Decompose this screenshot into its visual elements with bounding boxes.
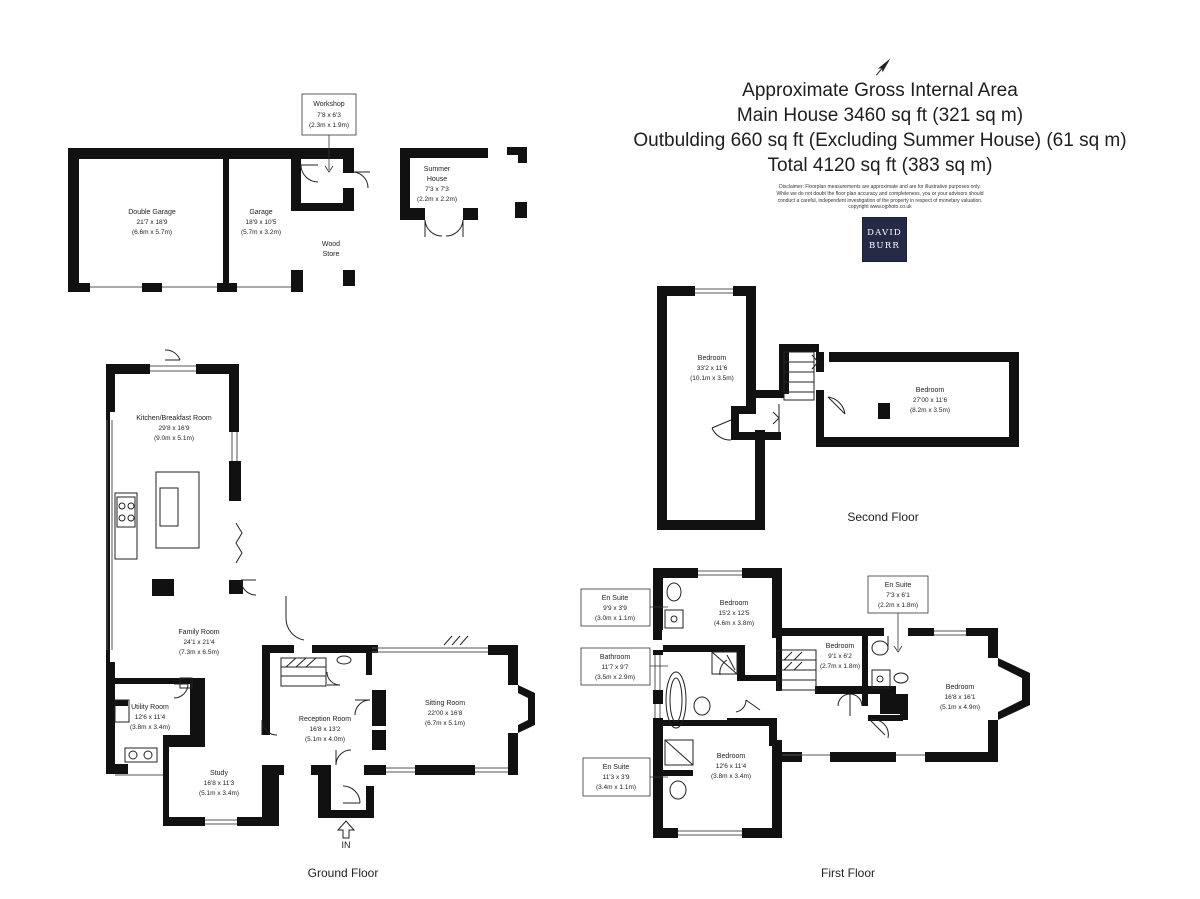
reception-dim: 16'8 x 13'2 [309,726,340,733]
second-bedroom2-name: Bedroom [916,387,945,394]
second-bedroom2-metric: (8.2m x 3.5m) [910,407,950,414]
disclaimer-line: copyright www.ojphoto.co.uk [848,204,912,211]
garage-metric: (5.7m x 3.2m) [241,229,281,236]
ensuite3-name: En Suite [603,764,630,771]
ensuite2-dim: 7'3 x 6'1 [886,592,910,599]
first-floor-label: First Floor [821,866,875,880]
first-bedroom2-metric: (2.7m x 1.8m) [820,663,860,670]
second-bedroom2-dim: 27'00 x 11'6 [913,397,948,404]
main-house-area: Main House 3460 sq ft (321 sq m) [736,105,1024,126]
kitchen-name: Kitchen/Breakfast Room [136,415,212,422]
bathroom-metric: (3.5m x 2.9m) [595,674,635,681]
ensuite1-dim: 9'9 x 3'9 [603,605,627,612]
fixtures [114,351,909,800]
sitting-bay-window [518,685,535,733]
doors [164,164,889,804]
first-bedroom3-dim: 16'8 x 16'1 [944,694,975,701]
sitting-dim: 22'00 x 16'8 [428,710,463,717]
first-bedroom4-dim: 12'6 x 11'4 [716,763,747,770]
ensuite1-name: En Suite [602,595,629,602]
area-summary: Approximate Gross Internal Area Main Hou… [600,78,1160,211]
second-floor-label: Second Floor [847,510,918,524]
disclaimer-line: conduct a careful, independent investiga… [777,197,983,204]
utility-metric: (3.8m x 3.4m) [130,724,170,731]
disclaimer-line: Disclaimer: Floorplan measurements are a… [779,184,981,190]
ensuite2-metric: (2.2m x 1.8m) [878,602,918,609]
walls [68,147,1019,838]
first-bedroom4-metric: (3.8m x 3.4m) [711,773,751,780]
second-bedroom1-metric: (10.1m x 3.5m) [690,375,734,382]
study-name: Study [210,770,228,777]
disclaimer: Disclaimer: Floorplan measurements are a… [600,184,1160,211]
wood-store-name: Wood [322,241,340,248]
second-bedroom1-dim: 33'2 x 11'6 [697,365,728,372]
summer-house-dim: 7'3 x 7'3 [425,186,449,193]
workshop-metric: (2.3m x 1.9m) [309,122,349,129]
first-bedroom1-name: Bedroom [720,600,749,607]
ensuite1-metric: (3.0m x 1.1m) [595,615,635,622]
bathroom-dim: 11'7 x 9'7 [602,664,629,671]
room-labels: Workshop 7'8 x 6'3 (2.3m x 1.9m) Double … [128,101,980,880]
entrance-arrow-icon [336,820,356,839]
first-bedroom2-name: Bedroom [826,643,855,650]
bathroom-name: Bathroom [600,654,631,661]
summer-house-name2: House [427,176,447,183]
first-bedroom3-metric: (5.1m x 4.9m) [940,704,980,711]
reception-metric: (5.1m x 4.0m) [305,736,345,743]
family-dim: 24'1 x 21'4 [183,639,214,646]
logo-line1: DAVID [867,227,902,238]
windows [90,286,966,836]
first-bedroom2-dim: 9'1 x 6'2 [828,653,852,660]
label-boxes [301,93,929,797]
disclaimer-line: While we do not doubt the floor plan acc… [776,190,984,197]
double-garage-metric: (6.6m x 5.7m) [132,229,172,236]
family-metric: (7.3m x 6.5m) [179,649,219,656]
bedroom-bay-window [998,658,1030,720]
sitting-metric: (6.7m x 5.1m) [425,720,465,727]
ensuite3-metric: (3.4m x 1.1m) [596,784,636,791]
compass-icon [875,58,891,76]
sitting-name: Sitting Room [425,700,465,707]
ensuite3-dim: 11'3 x 3'9 [603,774,630,781]
logo-line2: BURR [868,240,900,251]
garage-name: Garage [249,209,272,216]
summer-house-name: Summer [424,166,451,173]
entrance-label: IN [342,840,351,850]
first-bedroom4-name: Bedroom [717,753,746,760]
area-title: Approximate Gross Internal Area [742,80,1018,101]
wood-store-name2: Store [323,251,340,258]
agency-logo: DAVID BURR [862,217,907,262]
second-bedroom1-name: Bedroom [698,355,727,362]
study-dim: 16'8 x 11'3 [204,780,235,787]
label-leaders [324,135,903,778]
double-garage-dim: 21'7 x 18'9 [136,219,167,226]
workshop-name: Workshop [313,101,344,108]
garage-dim: 18'9 x 10'5 [245,219,276,226]
reception-name: Reception Room [299,716,351,723]
study-metric: (5.1m x 3.4m) [199,790,239,797]
workshop-dim: 7'8 x 6'3 [317,112,341,119]
first-bedroom3-name: Bedroom [946,684,975,691]
ensuite2-name: En Suite [885,582,912,589]
utility-name: Utility Room [131,704,169,711]
ground-floor-label: Ground Floor [308,866,379,880]
first-bedroom1-metric: (4.6m x 3.8m) [714,620,754,627]
total-area: Total 4120 sq ft (383 sq m) [767,155,993,176]
double-garage-name: Double Garage [128,209,176,216]
summer-house-metric: (2.2m x 2.2m) [417,196,457,203]
family-name: Family Room [178,629,219,636]
kitchen-dim: 29'8 x 16'9 [158,425,189,432]
outbuilding-area: Outbulding 660 sq ft (Excluding Summer H… [633,130,1127,151]
kitchen-metric: (9.0m x 5.1m) [154,435,194,442]
utility-dim: 12'6 x 11'4 [135,714,166,721]
first-bedroom1-dim: 15'2 x 12'5 [718,610,749,617]
